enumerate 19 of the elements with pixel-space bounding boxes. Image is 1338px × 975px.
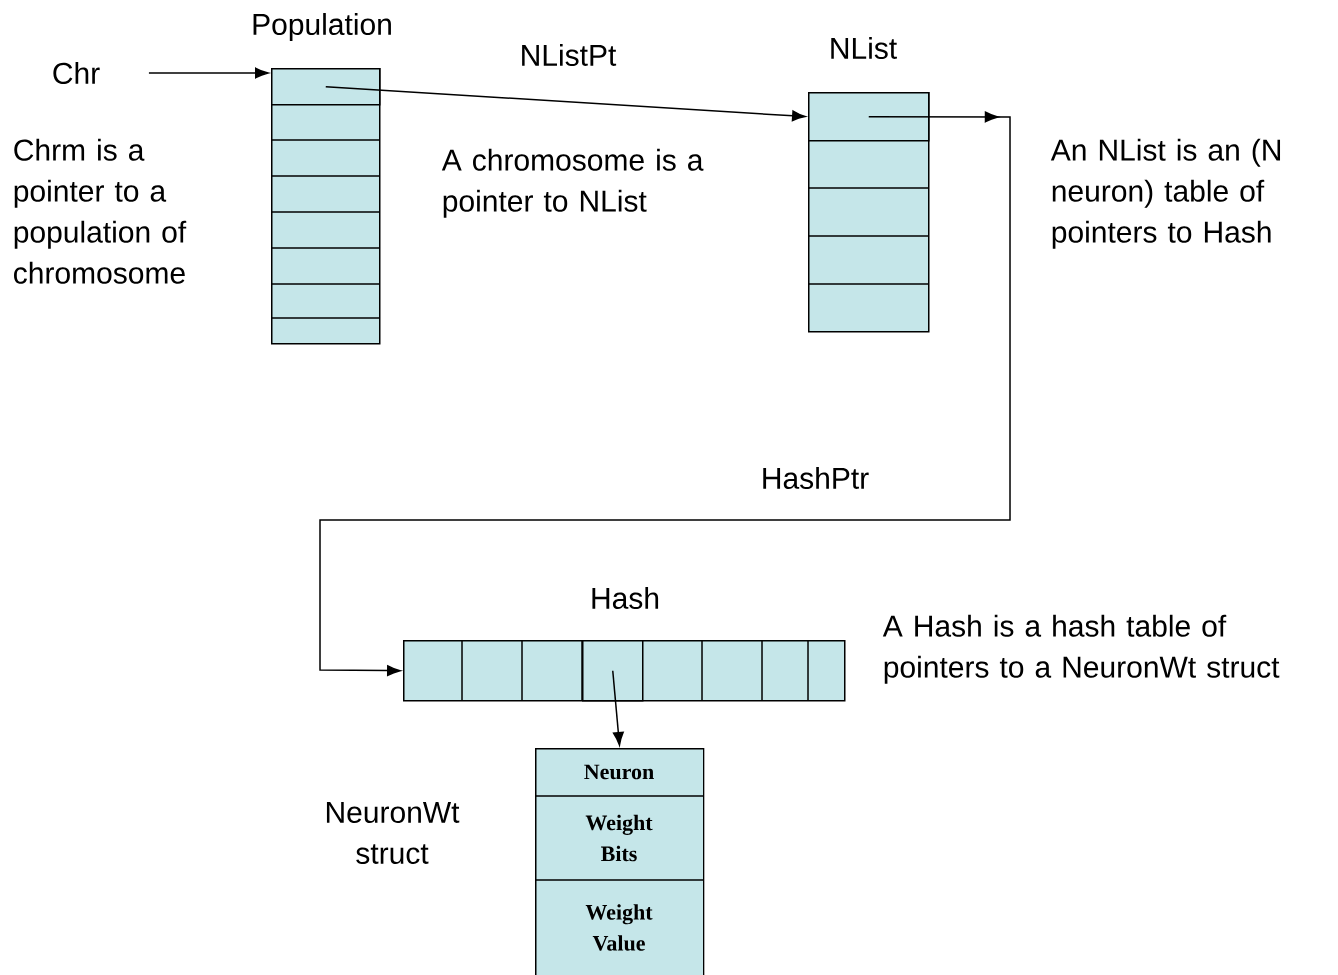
note: An NList is an (N neuron) table of pointers to Hash	[1050, 138, 1280, 249]
arrow	[148, 67, 269, 79]
table-heading: NList	[831, 37, 897, 59]
pointer-name: Chr	[53, 62, 100, 84]
table-cell	[271, 68, 381, 106]
note: Chrm is a pointer to a population of chromosome	[14, 138, 187, 284]
arrow	[319, 111, 1011, 677]
struct-caption: NeuronWt struct	[326, 802, 460, 864]
table-cell	[582, 640, 644, 702]
note: A chromosome is a pointer to NList	[441, 148, 704, 218]
table-heading: Population	[253, 13, 391, 41]
edge-label: HashPtr	[758, 465, 872, 491]
arrow	[612, 670, 624, 746]
edge-label: NListPt	[517, 42, 619, 68]
arrow	[325, 86, 806, 122]
note: A Hash is a hash table of pointers to a NeuronWt struct	[882, 614, 1280, 684]
table-cell	[808, 92, 930, 142]
table-heading: Hash	[592, 587, 659, 610]
struct-box: Neuron Weight Bits Weight Value	[534, 748, 705, 975]
